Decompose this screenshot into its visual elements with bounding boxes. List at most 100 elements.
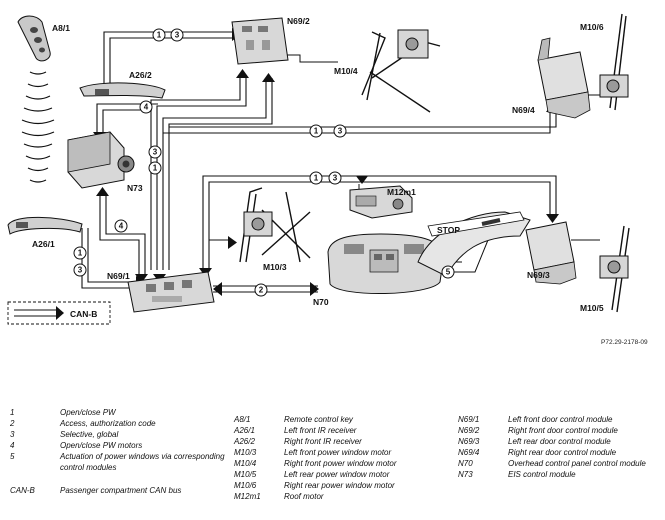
legend-text: Open/close PW bbox=[60, 408, 116, 417]
callout-2: 2 bbox=[254, 283, 268, 297]
svg-text:5: 5 bbox=[446, 268, 451, 277]
legend-text: Left rear power window motor bbox=[284, 470, 390, 479]
callout-3: 3 bbox=[73, 263, 87, 277]
legend-key: 5 bbox=[10, 452, 15, 461]
label-n70: N70 bbox=[313, 297, 329, 307]
legend-numbers: 1 Open/close PW 2 Access, authorization cod… bbox=[10, 407, 235, 496]
legend-text: Right front IR receiver bbox=[284, 437, 362, 446]
legend-row: 5 Actuation of power windows via correspo… bbox=[10, 451, 235, 473]
legend-text: Right front power window motor bbox=[284, 459, 397, 468]
legend-text: EIS control module bbox=[508, 470, 576, 479]
window-motor-right-rear bbox=[599, 13, 629, 111]
eis-module bbox=[67, 131, 135, 189]
door-module-right-front bbox=[231, 17, 289, 65]
label-m10-5: M10/5 bbox=[580, 303, 604, 313]
legend-text: Right rear power window motor bbox=[284, 481, 395, 490]
label-m10-3: M10/3 bbox=[263, 262, 287, 272]
door-module-left-front bbox=[127, 271, 215, 313]
legend-key: 2 bbox=[10, 419, 15, 428]
callout-1: 1 bbox=[73, 246, 87, 260]
label-a26-1: A26/1 bbox=[32, 239, 55, 249]
legend-row: N69/4 Right rear door control module bbox=[458, 447, 658, 458]
legend-key: 1 bbox=[10, 408, 15, 417]
legend-key: 3 bbox=[10, 430, 15, 439]
svg-text:2: 2 bbox=[259, 286, 264, 295]
legend-row: 2 Access, authorization code bbox=[10, 418, 235, 429]
svg-text:4: 4 bbox=[144, 103, 149, 112]
legend-text: Actuation of power windows via correspon… bbox=[60, 452, 225, 472]
ir-receiver-right-front bbox=[79, 82, 166, 99]
legend-row: A26/2 Right front IR receiver bbox=[234, 436, 434, 447]
legend-key: N69/1 bbox=[458, 415, 480, 424]
legend-row: M10/5 Left rear power window motor bbox=[234, 469, 434, 480]
legend-text: Right rear door control module bbox=[508, 448, 617, 457]
legend-text: Roof motor bbox=[284, 492, 324, 501]
label-n73: N73 bbox=[127, 183, 143, 193]
ir-receiver-left-front bbox=[7, 216, 83, 235]
legend-row: 1 Open/close PW bbox=[10, 407, 235, 418]
legend-text: Left front IR receiver bbox=[284, 426, 357, 435]
power-window-diagram: CAN-B 1 3 4 1 3 3 1 1 3 4 1 3 2 5 A8/1 A… bbox=[7, 13, 648, 346]
legend-key: N69/2 bbox=[458, 426, 480, 435]
window-motor-left-rear bbox=[599, 225, 630, 313]
legend-key: M12m1 bbox=[234, 492, 261, 501]
svg-text:4: 4 bbox=[119, 222, 124, 231]
callout-1: 1 bbox=[309, 171, 323, 185]
label-n69-3: N69/3 bbox=[527, 270, 550, 280]
svg-text:3: 3 bbox=[153, 148, 158, 157]
svg-text:1: 1 bbox=[157, 31, 162, 40]
figure-code: P72.29-2178-09 bbox=[601, 339, 648, 346]
component-labels: A8/1 A26/2 N69/2 M10/4 M10/6 N69/4 N73 M… bbox=[32, 16, 604, 313]
svg-text:1: 1 bbox=[314, 127, 319, 136]
label-m10-6: M10/6 bbox=[580, 22, 604, 32]
can-b-lines bbox=[81, 31, 557, 293]
legend-text: Overhead control panel control module bbox=[508, 459, 646, 468]
svg-text:3: 3 bbox=[78, 266, 83, 275]
label-stop: STOP bbox=[437, 225, 460, 235]
roof-motor bbox=[349, 185, 413, 219]
legend-key: A26/1 bbox=[234, 426, 255, 435]
label-n69-4: N69/4 bbox=[512, 105, 535, 115]
label-a26-2: A26/2 bbox=[129, 70, 152, 80]
callout-1: 1 bbox=[309, 124, 323, 138]
window-motor-left-front bbox=[239, 187, 311, 263]
svg-text:3: 3 bbox=[333, 174, 338, 183]
callout-4: 4 bbox=[114, 219, 128, 233]
legend-key: M10/4 bbox=[234, 459, 257, 468]
callout-3: 3 bbox=[148, 145, 162, 159]
label-n69-1: N69/1 bbox=[107, 271, 130, 281]
vehicle-roof bbox=[417, 211, 531, 277]
legend-key: N69/4 bbox=[458, 448, 480, 457]
ir-waves bbox=[21, 71, 55, 183]
callout-1: 1 bbox=[152, 28, 166, 42]
svg-text:3: 3 bbox=[175, 31, 180, 40]
legend-key: 4 bbox=[10, 441, 15, 450]
legend-row: A26/1 Left front IR receiver bbox=[234, 425, 434, 436]
window-motor-right-front bbox=[361, 29, 441, 113]
door-module-right-rear bbox=[537, 37, 591, 119]
svg-text:1: 1 bbox=[314, 174, 319, 183]
legend-key: M10/5 bbox=[234, 470, 257, 479]
legend-key: M10/3 bbox=[234, 448, 257, 457]
legend-row: M10/4 Right front power window motor bbox=[234, 458, 434, 469]
svg-text:3: 3 bbox=[338, 127, 343, 136]
label-m12m1: M12m1 bbox=[387, 187, 416, 197]
door-module-left-rear bbox=[525, 221, 577, 285]
legend-text: Left rear door control module bbox=[508, 437, 611, 446]
legend-text: Access, authorization code bbox=[60, 419, 156, 428]
legend-key: A26/2 bbox=[234, 437, 255, 446]
legend-text: Remote control key bbox=[284, 415, 353, 424]
svg-text:1: 1 bbox=[153, 164, 158, 173]
label-m10-4: M10/4 bbox=[334, 66, 358, 76]
legend-text: Passenger compartment CAN bus bbox=[60, 486, 182, 495]
